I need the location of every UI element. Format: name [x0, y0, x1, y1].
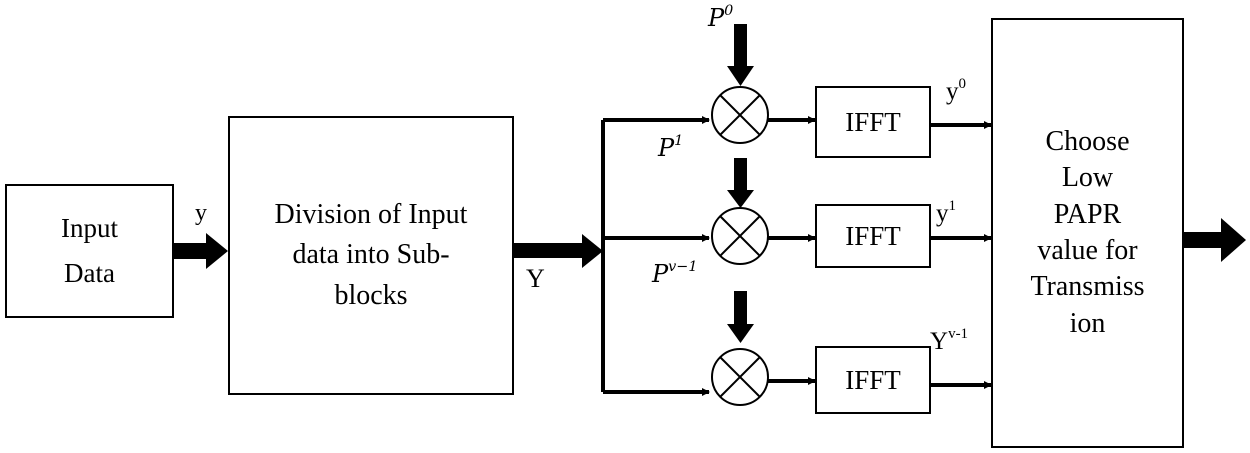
- ifft-label-2: IFFT: [845, 220, 901, 251]
- ifft-block-2: IFFT: [815, 204, 931, 268]
- phase-arrow-3: [727, 291, 754, 343]
- ifft-block-1: IFFT: [815, 86, 931, 158]
- input-data-block: Input Data: [5, 184, 174, 318]
- ifft-block-3: IFFT: [815, 346, 931, 414]
- division-block: Division of Input data into Sub- blocks: [228, 116, 514, 395]
- output-arrow: [1183, 218, 1246, 262]
- label-Y-bus: Y: [526, 264, 545, 293]
- multiplier-2: [711, 207, 769, 265]
- label-P0: P0: [708, 3, 734, 32]
- phase-arrow-2: [727, 158, 754, 208]
- label-P1: P1: [658, 133, 684, 162]
- multiplier-1: [711, 86, 769, 144]
- phase-arrow-1: [727, 24, 754, 86]
- label-y-input: y: [195, 200, 207, 226]
- label-Yv-1: Yv-1: [930, 325, 969, 355]
- thick-arrow-division-to-bus: [512, 234, 603, 268]
- choose-low-papr-block: Choose Low PAPR value for Transmiss ion: [991, 18, 1184, 448]
- thick-arrow-input-to-division: [174, 233, 228, 269]
- choose-label: Choose Low PAPR value for Transmiss ion: [1030, 125, 1145, 339]
- input-data-label: Input Data: [61, 213, 118, 288]
- ifft-label-3: IFFT: [845, 364, 901, 395]
- ifft-label-1: IFFT: [845, 106, 901, 137]
- label-y1: y1: [936, 197, 956, 227]
- label-Pv-1: Pv−1: [652, 259, 698, 288]
- label-y0: y0: [946, 75, 966, 105]
- multiplier-3: [711, 348, 769, 406]
- division-label: Division of Input data into Sub- blocks: [274, 198, 468, 311]
